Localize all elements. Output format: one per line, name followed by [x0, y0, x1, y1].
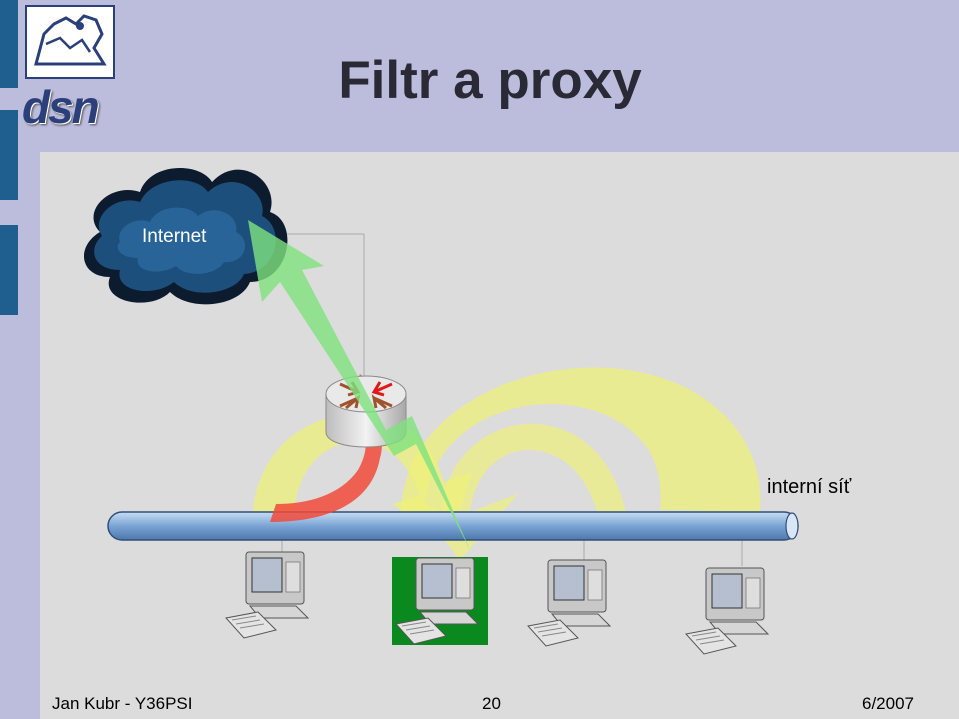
footer-page-number: 20 — [482, 694, 501, 713]
internet-label: Internet — [142, 226, 207, 247]
slide-title: Filtr a proxy — [338, 51, 642, 110]
green-arrow — [248, 220, 470, 550]
footer-date: 6/2007 — [862, 694, 914, 713]
network-label: interní síť — [767, 476, 852, 498]
side-band-bottom — [0, 225, 18, 315]
side-band-top — [0, 0, 18, 88]
footer-author: Jan Kubr - Y36PSI — [52, 694, 193, 713]
slide-content: Internet interní síť — [40, 152, 959, 719]
computer-icon — [685, 567, 769, 655]
yellow-arc-arrow — [400, 367, 761, 512]
computer-icon — [225, 551, 309, 639]
lion-crest-icon — [25, 5, 115, 79]
computer-icon — [527, 559, 611, 647]
side-band-middle — [0, 110, 18, 200]
dsn-logo: dsn — [22, 81, 100, 133]
cloud-icon — [83, 168, 288, 305]
network-diagram: Internet interní síť — [83, 168, 852, 655]
bus-end-cap — [785, 512, 799, 540]
